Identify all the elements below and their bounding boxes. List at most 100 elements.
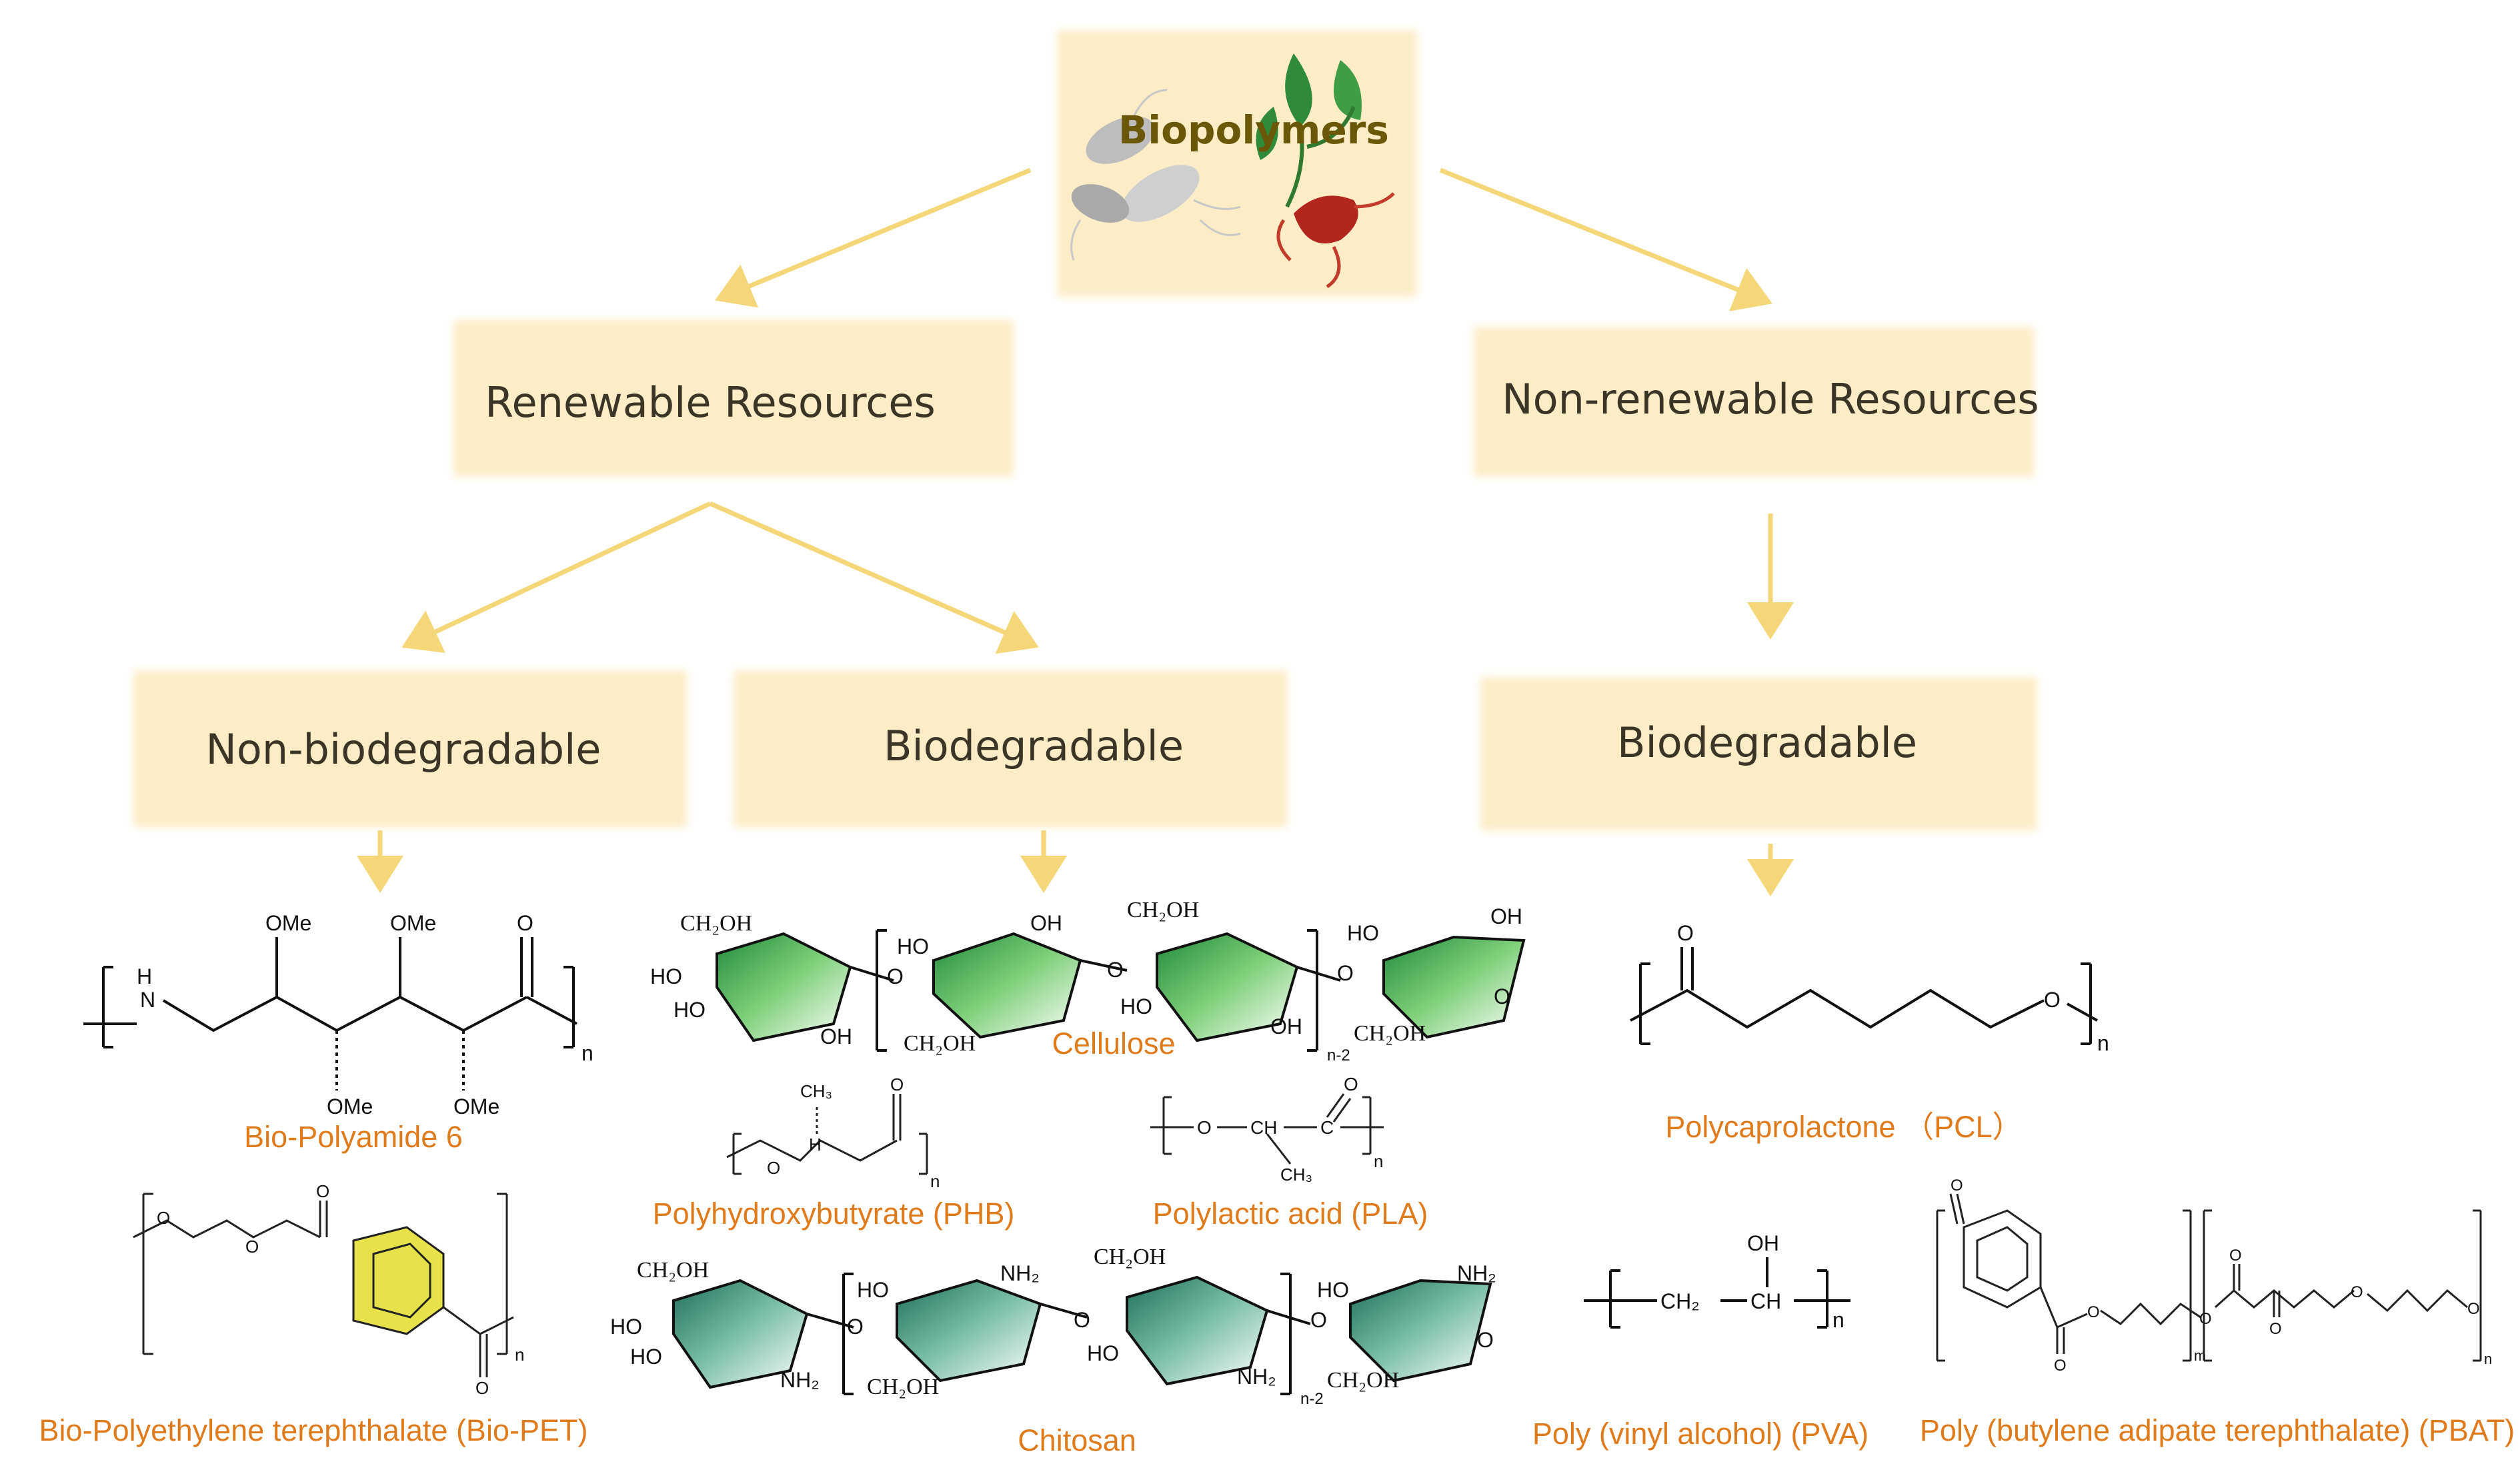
arrow-renewable-nonbio	[401, 501, 712, 653]
svg-text:O: O	[316, 1181, 329, 1201]
caption-bio-pet: Bio-Polyethylene terephthalate (Bio-PET)	[39, 1413, 588, 1447]
svg-text:n: n	[1832, 1308, 1844, 1332]
svg-text:HO: HO	[1347, 921, 1379, 945]
leaf-plant-icon	[1256, 53, 1362, 208]
svg-text:CH: CH	[1750, 1289, 1781, 1313]
svg-text:HO: HO	[630, 1345, 662, 1369]
svg-text:O: O	[2467, 1300, 2480, 1318]
svg-text:H: H	[137, 964, 152, 988]
svg-text:CH₃: CH₃	[1280, 1165, 1312, 1185]
svg-text:n-2: n-2	[1300, 1390, 1324, 1408]
pbat-structure: O O O O m O O O O n	[1936, 1177, 2492, 1375]
svg-text:OMe: OMe	[265, 911, 311, 935]
caption-pcl: Polycaprolactone （PCL）	[1665, 1110, 2022, 1144]
svg-text:OH: OH	[1490, 904, 1522, 928]
root-title: Biopolymers	[1118, 107, 1389, 153]
svg-text:HO: HO	[1087, 1341, 1119, 1365]
nonrenewable-node: Non-renewable Resources	[1474, 327, 2039, 477]
svg-text:O: O	[2199, 1310, 2212, 1328]
svg-text:HO: HO	[650, 964, 682, 988]
svg-text:O: O	[2229, 1247, 2242, 1265]
svg-text:CH₃: CH₃	[800, 1081, 832, 1101]
root-node: Biopolymers	[1057, 30, 1417, 297]
svg-text:n-2: n-2	[1327, 1046, 1350, 1064]
caption-pbat: Poly (butylene adipate terephthalate) (P…	[1920, 1413, 2515, 1447]
svg-text:CH₂OH: CH₂OH	[867, 1375, 939, 1399]
pcl-structure: O O n	[1630, 921, 2109, 1055]
svg-text:HO: HO	[857, 1278, 889, 1302]
svg-text:HO: HO	[897, 934, 929, 958]
bio-polyamide6-structure: H N OMe OMe O OMe OMe n	[83, 911, 593, 1119]
caption-pla: Polylactic acid (PLA)	[1153, 1197, 1428, 1231]
svg-text:O: O	[2087, 1303, 2100, 1321]
nonrenewable-label: Non-renewable Resources	[1502, 375, 2039, 424]
renewable-node: Renewable Resources	[453, 320, 1014, 477]
svg-text:O: O	[887, 964, 904, 988]
svg-text:OMe: OMe	[327, 1094, 373, 1119]
svg-text:CH₂OH: CH₂OH	[680, 911, 752, 936]
svg-text:O: O	[1677, 921, 1694, 945]
svg-text:O: O	[890, 1074, 904, 1094]
svg-text:O: O	[1197, 1117, 1212, 1138]
svg-text:OH: OH	[1030, 911, 1062, 935]
svg-text:O: O	[1310, 1308, 1327, 1332]
svg-text:O: O	[2351, 1283, 2363, 1301]
svg-text:NH₂: NH₂	[1457, 1261, 1496, 1285]
svg-text:NH₂: NH₂	[780, 1368, 820, 1392]
svg-text:CH₂OH: CH₂OH	[1354, 1021, 1426, 1046]
svg-text:O: O	[517, 911, 533, 935]
svg-text:O: O	[1494, 984, 1510, 1008]
caption-phb: Polyhydroxybutyrate (PHB)	[653, 1197, 1015, 1231]
svg-text:N: N	[140, 988, 155, 1012]
svg-text:OMe: OMe	[453, 1094, 499, 1119]
pva-structure: CH₂ CH OH n	[1584, 1231, 1850, 1332]
svg-text:HO: HO	[674, 998, 706, 1022]
svg-text:OH: OH	[1270, 1014, 1302, 1038]
phb-structure: CH₃ O H O n	[726, 1074, 940, 1191]
svg-text:O: O	[2054, 1357, 2067, 1375]
svg-text:C: C	[1320, 1117, 1334, 1138]
biodegradable-right-node: Biodegradable	[1480, 677, 2037, 830]
svg-text:HO: HO	[1120, 994, 1152, 1018]
cellulose-structure: CH₂OH HO HO OH O HO OH CH₂OH O CH₂OH HO …	[650, 898, 1526, 1064]
arrow-root-nonrenewable	[1439, 167, 1772, 311]
arrow-renewable-bio	[709, 501, 1039, 654]
svg-text:O: O	[1477, 1328, 1494, 1352]
caption-chitosan: Chitosan	[1018, 1423, 1136, 1457]
bacteria-icon	[1070, 89, 1241, 261]
svg-text:O: O	[1344, 1074, 1358, 1094]
nonbiodegradable-node: Non-biodegradable	[133, 670, 687, 827]
svg-text:O: O	[847, 1315, 864, 1339]
svg-text:CH₂OH: CH₂OH	[1094, 1245, 1166, 1269]
arrows	[357, 167, 1794, 896]
svg-text:O: O	[157, 1208, 170, 1228]
arrow-root-renewable	[715, 167, 1032, 308]
svg-text:n: n	[930, 1171, 940, 1191]
svg-text:OMe: OMe	[390, 911, 436, 935]
biodegradable-right-label: Biodegradable	[1617, 718, 1917, 767]
caption-pva: Poly (vinyl alcohol) (PVA)	[1532, 1417, 1868, 1451]
chitosan-structure: CH₂OH HO HO NH₂ O HO NH₂ CH₂OH O CH₂OH H…	[610, 1245, 1496, 1408]
svg-text:CH₂OH: CH₂OH	[1327, 1368, 1399, 1393]
svg-text:O: O	[2044, 988, 2061, 1012]
svg-text:O: O	[1337, 961, 1354, 985]
svg-text:CH: CH	[1250, 1117, 1277, 1138]
svg-text:CH₂OH: CH₂OH	[637, 1258, 709, 1283]
svg-text:O: O	[1107, 958, 1124, 982]
svg-text:n: n	[1374, 1151, 1383, 1171]
svg-text:HO: HO	[610, 1315, 642, 1339]
biodegradable-left-node: Biodegradable	[734, 670, 1287, 827]
svg-text:OH: OH	[820, 1024, 852, 1048]
svg-text:HO: HO	[1317, 1278, 1349, 1302]
svg-text:NH₂: NH₂	[1000, 1261, 1040, 1285]
svg-text:CH₂OH: CH₂OH	[904, 1031, 976, 1056]
svg-text:OH: OH	[1747, 1231, 1779, 1255]
svg-text:O: O	[475, 1378, 489, 1398]
svg-text:n: n	[581, 1041, 593, 1065]
svg-text:O: O	[767, 1158, 780, 1178]
svg-text:H: H	[809, 1135, 822, 1155]
caption-bio-polyamide6: Bio-Polyamide 6	[244, 1120, 463, 1154]
svg-text:O: O	[2269, 1320, 2282, 1338]
svg-text:O: O	[245, 1237, 259, 1257]
svg-text:n: n	[515, 1345, 524, 1365]
